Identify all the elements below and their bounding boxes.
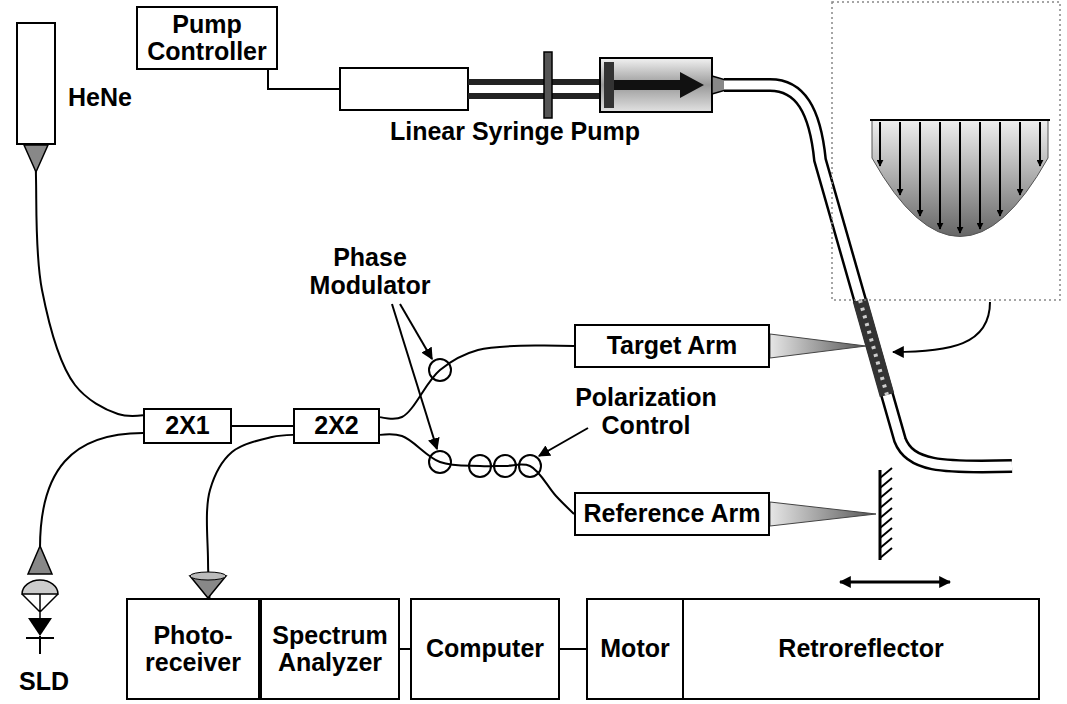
coupler-box: 2X1 (143, 408, 232, 444)
box-text: 2X1 (165, 412, 209, 440)
syringe-tip (712, 76, 726, 94)
controller-box: Pump Controller (136, 6, 278, 70)
box-text: Reference Arm (584, 500, 761, 528)
control-wire (268, 70, 340, 89)
callout-arrow (392, 304, 437, 449)
inset-pointer (893, 302, 990, 352)
instrument-box: Photo- receiver (126, 598, 260, 700)
funnel-rim (190, 572, 226, 580)
coupler-box: 2X2 (293, 408, 380, 444)
box-text: Computer (426, 635, 544, 663)
instrument-box: Motor (586, 598, 684, 700)
callout-arrow (539, 428, 588, 456)
velocity-arrow (1019, 122, 1021, 195)
velocity-arrow (959, 122, 961, 233)
optical-fiber (232, 425, 293, 427)
arm-box: Reference Arm (574, 492, 770, 536)
sld-leads (22, 594, 58, 618)
box-text: Pump Controller (138, 11, 276, 66)
plunger-head (604, 62, 614, 108)
velocity-arrow (979, 122, 981, 229)
sld-lens (22, 580, 58, 594)
pump-body (340, 68, 468, 110)
mirror-hatching (880, 468, 892, 558)
profile-baseline (870, 119, 1050, 121)
optical-fiber (36, 145, 143, 416)
polarization-loop (519, 455, 541, 477)
instrument-box: Retroreflector (682, 598, 1040, 700)
velocity-arrow (999, 122, 1001, 216)
motion-arrow (840, 581, 950, 584)
pump-flange (544, 52, 552, 118)
diode-bar (26, 636, 54, 654)
optical-fiber (560, 648, 586, 650)
plunger-rod (468, 79, 608, 85)
polarization-loop (494, 455, 516, 477)
measurement-section (860, 300, 887, 395)
part-label: Polarization Control (566, 384, 726, 439)
velocity-arrow (899, 122, 901, 195)
box-text: Spectrum Analyzer (262, 622, 398, 677)
laser-tube: HeNe (16, 22, 56, 145)
measurement-section-pattern (860, 300, 887, 395)
instrument-box: Spectrum Analyzer (260, 598, 400, 700)
box-text: Motor (600, 635, 669, 663)
velocity-arrow (919, 122, 921, 216)
fiber-group (36, 145, 586, 649)
inset-frame (832, 2, 1060, 300)
diode-symbol (28, 618, 52, 636)
part-label: Phase Modulator (300, 244, 440, 299)
box-text: Retroreflector (778, 635, 943, 663)
box-text: HeNe (68, 84, 132, 112)
flow-arrow (614, 72, 704, 98)
velocity-arrow (939, 122, 941, 229)
arm-box: Target Arm (574, 324, 770, 368)
part-label: Linear Syringe Pump (370, 118, 660, 146)
box-text: Photo- receiver (128, 622, 258, 677)
optical-fiber (380, 434, 574, 514)
velocity-arrow (879, 122, 881, 166)
optical-fiber (400, 648, 410, 650)
syringe-barrel (600, 58, 712, 112)
box-text: Target Arm (607, 332, 738, 360)
instrument-box: Computer (410, 598, 560, 700)
fiber-coupler-cone (28, 546, 52, 574)
reference-beam (770, 502, 876, 526)
velocity-arrow (1039, 122, 1041, 166)
velocity-profile (872, 120, 1048, 237)
source-fiber (40, 433, 143, 548)
phase-modulator-coil (429, 451, 451, 473)
velocity-arrows (880, 122, 1040, 233)
part-label: SLD (14, 668, 74, 696)
plunger-rod (468, 93, 608, 99)
phase-modulator-coil (429, 359, 451, 381)
polarization-loop (469, 455, 491, 477)
fiber-coupler-cone (24, 145, 48, 172)
callout-arrow (400, 304, 432, 359)
box-text: 2X2 (314, 412, 358, 440)
probe-beam (770, 334, 866, 358)
